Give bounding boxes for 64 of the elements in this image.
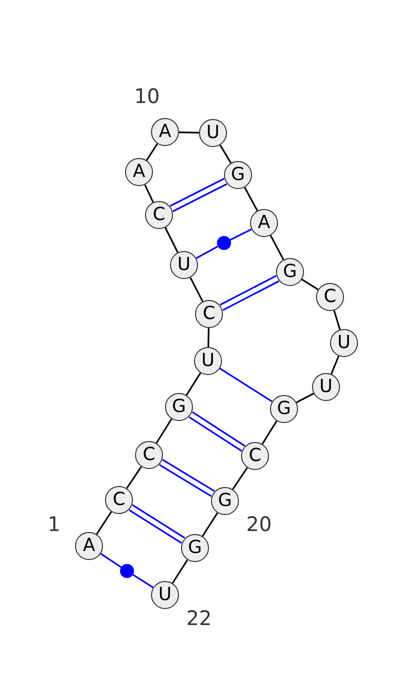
backbone-line <box>301 278 319 290</box>
position-number: 1 <box>48 512 60 536</box>
backbone-line <box>178 132 200 134</box>
base-pair-line <box>162 459 215 492</box>
nucleotide-circle: U <box>151 581 179 609</box>
pair-dot <box>217 236 231 250</box>
nucleotide-circle: U <box>170 251 198 279</box>
base-pair-line <box>230 228 252 241</box>
base-pair-line <box>188 416 242 452</box>
backbone-line <box>262 420 278 444</box>
nucleotide-circle: A <box>151 118 179 146</box>
nucleotide-circle: A <box>75 532 103 560</box>
nucleotide-circle: C <box>195 300 223 328</box>
backbone-line <box>126 466 142 489</box>
nucleotide-circle: U <box>312 373 340 401</box>
backbone-line <box>330 356 340 374</box>
backbone-line <box>208 328 210 348</box>
base-pair-line <box>220 275 277 306</box>
base-pair-line <box>170 178 225 207</box>
nucleotide-circle: G <box>276 258 304 286</box>
base-pair-line <box>159 464 212 497</box>
position-number: 22 <box>186 606 212 630</box>
backbone-line <box>144 184 154 203</box>
base-pair-line <box>222 280 280 311</box>
backbone-line <box>270 234 284 260</box>
backbone-line <box>96 511 112 535</box>
nucleotide-circle: G <box>270 395 298 423</box>
nucleotide-circle: G <box>181 534 209 562</box>
nucleotide-circle: U <box>194 347 222 375</box>
backbone-line <box>244 186 258 212</box>
nucleotide-circle: C <box>241 442 269 470</box>
backbone-line <box>146 143 158 161</box>
nucleotide-circle: C <box>135 441 163 469</box>
nucleotide-circle: A <box>250 209 278 237</box>
nucleotide-circle: G <box>211 487 239 515</box>
base-pair-line <box>172 183 228 212</box>
base-pair-line <box>100 553 122 568</box>
base-pair-line <box>128 509 182 544</box>
backbone-line <box>296 392 314 404</box>
backbone-line <box>172 559 188 584</box>
nucleotide-circle: C <box>145 201 173 229</box>
backbone-line <box>202 512 218 537</box>
base-pair-line <box>132 504 186 539</box>
backbone-line <box>190 277 204 302</box>
backbone-line <box>186 372 202 396</box>
nucleotide-circle: C <box>105 486 133 514</box>
nucleotide-circle: U <box>199 119 227 147</box>
position-number: 10 <box>134 84 160 108</box>
backbone-line <box>156 418 172 444</box>
nucleotide-circle: G <box>165 393 193 421</box>
backbone-line <box>219 144 232 164</box>
nucleotide-circle: U <box>330 329 358 357</box>
backbone-line <box>232 467 248 490</box>
base-pair-line <box>219 368 273 402</box>
pair-dot <box>120 564 134 578</box>
backbone-line <box>333 310 341 330</box>
nucleotide-circle: C <box>316 283 344 311</box>
position-number: 20 <box>246 512 272 536</box>
backbone-line <box>164 227 178 253</box>
nucleotide-circle: G <box>224 161 252 189</box>
base-pair-line <box>192 411 246 447</box>
base-pair-line <box>132 574 154 588</box>
nucleotide-circle: A <box>125 158 153 186</box>
base-pair-line <box>196 246 218 259</box>
